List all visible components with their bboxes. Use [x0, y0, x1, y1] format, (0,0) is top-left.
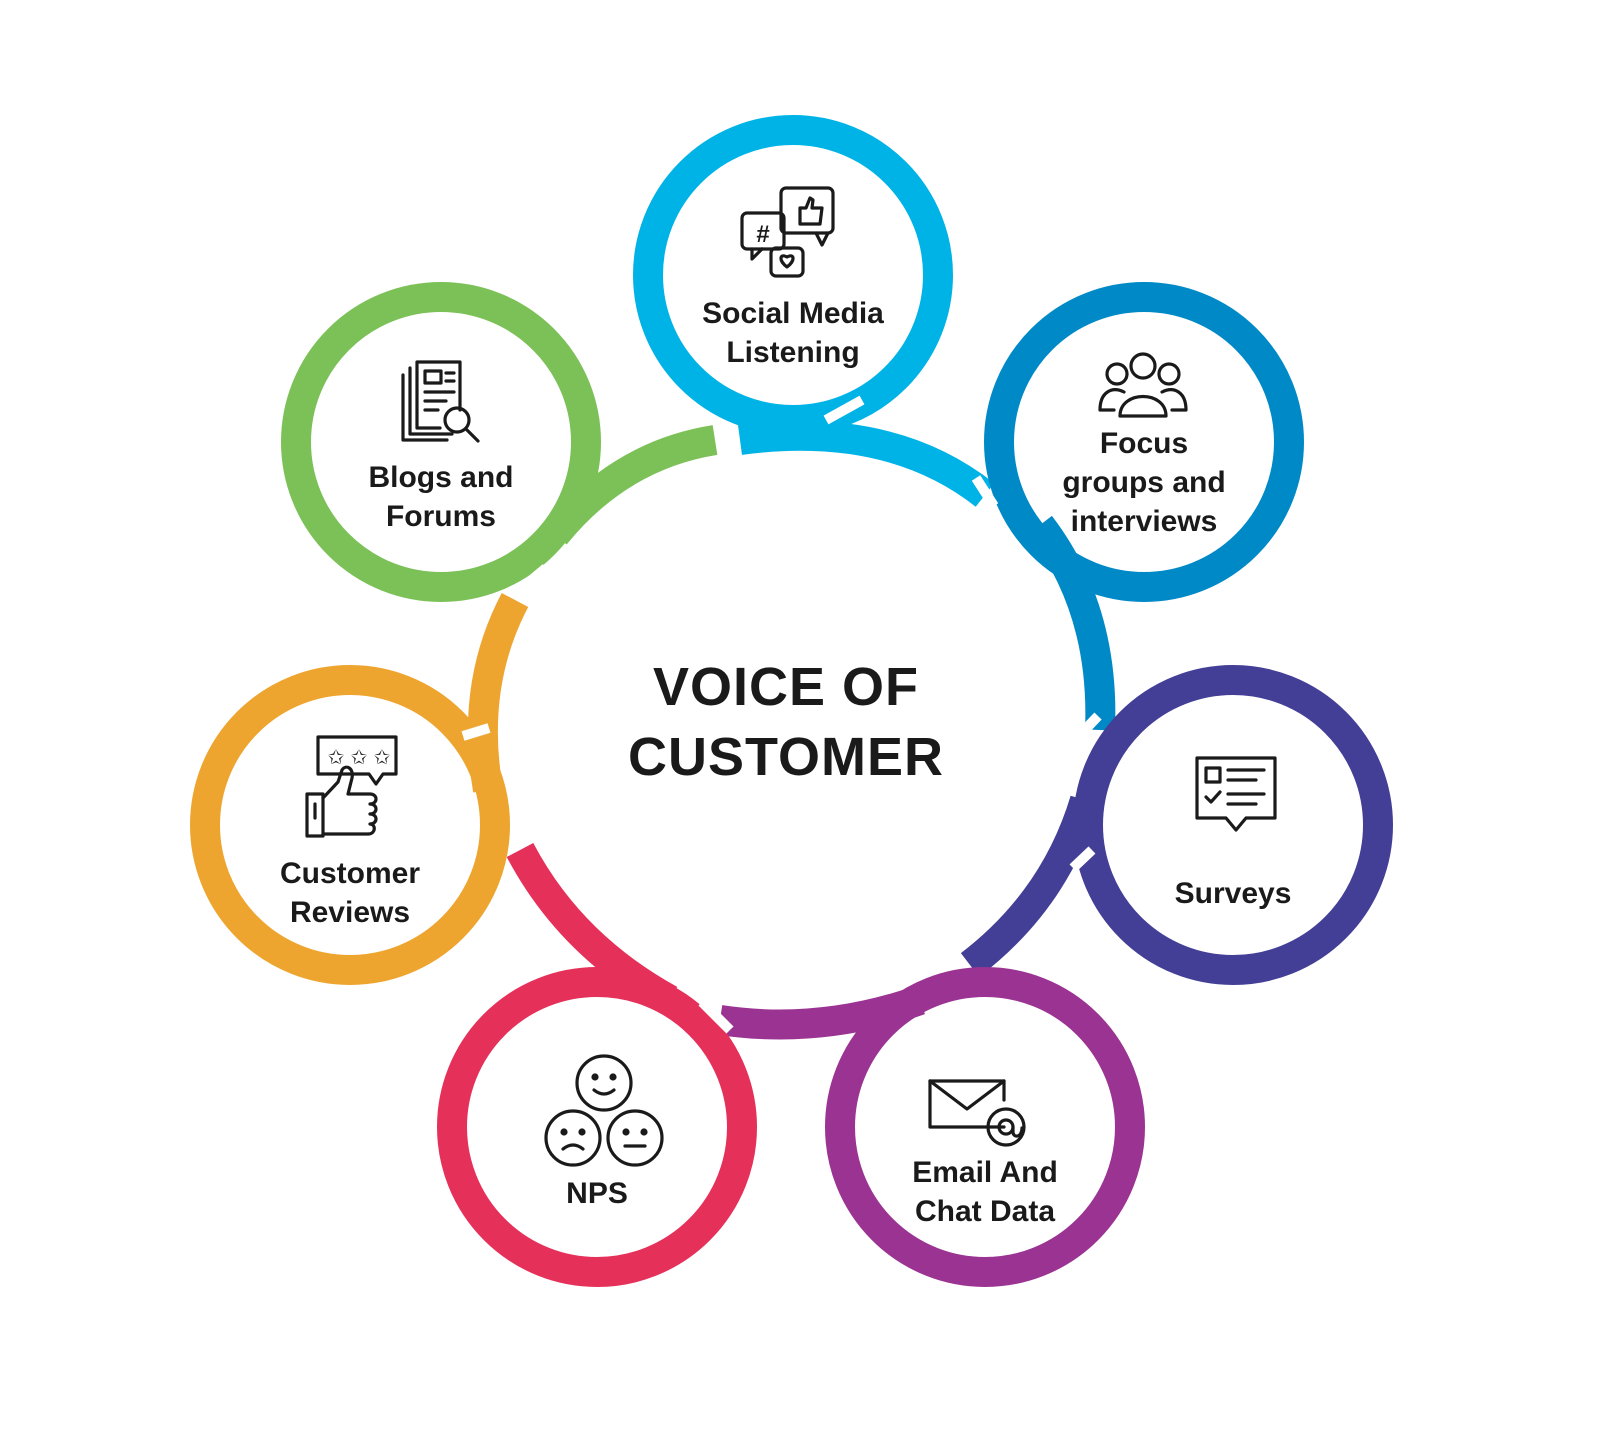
ring-segment-surveys [960, 795, 1100, 977]
svg-text:✩: ✩ [328, 747, 345, 769]
ring-social [633, 115, 953, 435]
group-people-icon [1098, 352, 1188, 418]
ring-email [825, 967, 1145, 1287]
center-title-line1: VOICE OF [653, 657, 919, 717]
svg-text:#: # [756, 221, 769, 248]
svg-text:✩: ✩ [351, 747, 368, 769]
node-email-line1: Email And [912, 1156, 1058, 1189]
center-title-line2: CUSTOMER [628, 727, 944, 787]
svg-text:✩: ✩ [374, 747, 391, 769]
node-blogs-forums: Blogs and Forums [368, 360, 514, 533]
node-nps-line1: NPS [566, 1177, 628, 1210]
node-focus-line2: groups and [1062, 466, 1225, 499]
chat-bubbles-icon: # [740, 186, 835, 278]
node-blogs-line1: Blogs and [368, 461, 513, 494]
node-social-line2: Listening [726, 336, 859, 369]
node-surveys-line1: Surveys [1175, 877, 1292, 910]
node-social-media: # Social Media Listening [702, 186, 884, 369]
node-surveys: Surveys [1175, 756, 1292, 910]
ring-blogs [281, 282, 601, 602]
ring-segment-social [738, 420, 995, 507]
thumbs-up-stars-icon: ✩ ✩ ✩ [305, 735, 398, 838]
node-email-chat: Email And Chat Data [912, 1079, 1058, 1228]
center-title: VOICE OF CUSTOMER [628, 657, 944, 787]
satellite-rings [190, 115, 1393, 1287]
ring-focus [984, 282, 1304, 602]
survey-form-icon [1195, 756, 1277, 832]
node-focus-groups: Focus groups and interviews [1062, 352, 1226, 538]
node-reviews-line2: Reviews [290, 896, 410, 929]
node-reviews-line1: Customer [280, 857, 420, 890]
node-email-line2: Chat Data [915, 1195, 1055, 1228]
node-nps: NPS [544, 1054, 664, 1210]
node-blogs-line2: Forums [386, 500, 496, 533]
email-at-icon [928, 1079, 1026, 1147]
ring-reviews [190, 665, 510, 985]
ring-nps [437, 967, 757, 1287]
node-focus-line1: Focus [1100, 427, 1188, 460]
node-focus-line3: interviews [1071, 505, 1218, 538]
ring-surveys [1073, 665, 1393, 985]
node-social-line1: Social Media [702, 297, 884, 330]
node-customer-reviews: ✩ ✩ ✩ Customer Reviews [280, 735, 420, 929]
document-search-icon [401, 360, 480, 443]
smiley-faces-icon [544, 1054, 664, 1167]
